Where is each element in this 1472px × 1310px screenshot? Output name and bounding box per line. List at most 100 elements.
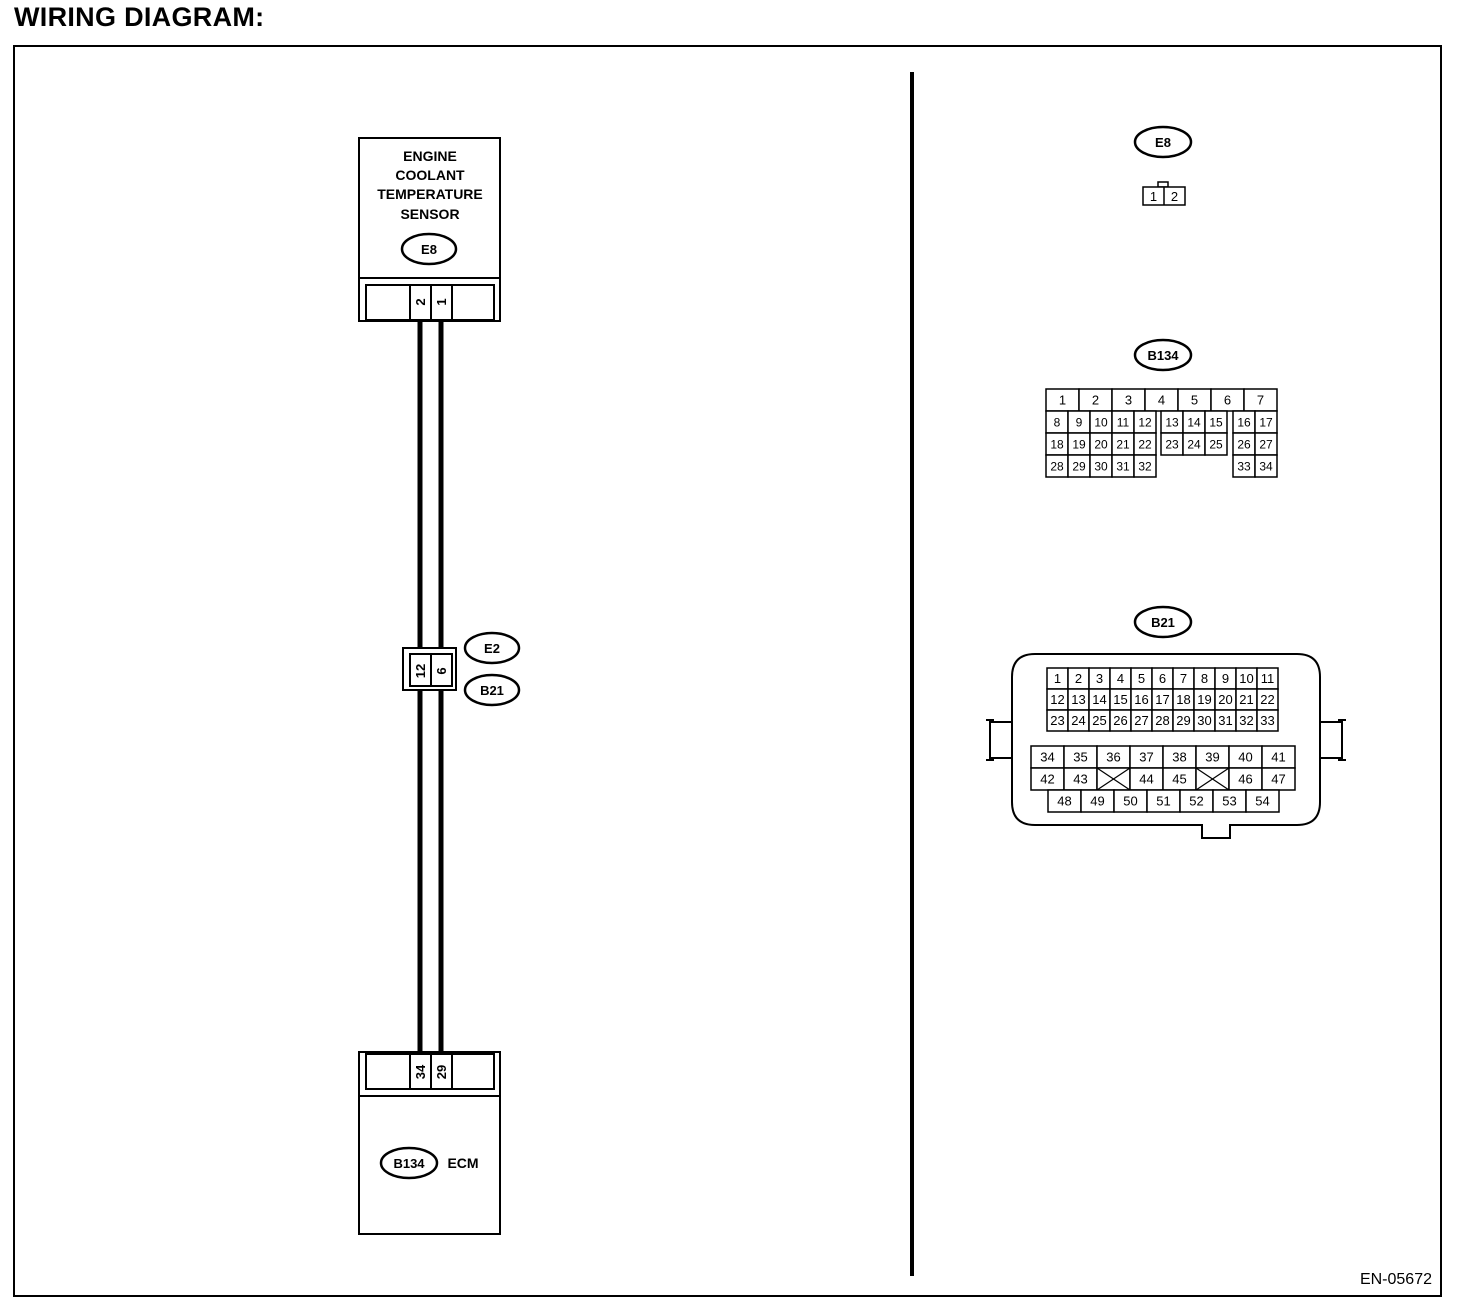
pin-number-2: 2	[1075, 671, 1082, 686]
pin-number-3: 3	[1125, 393, 1132, 408]
sensor-connector-label: E8	[421, 242, 437, 257]
pin-number-22: 22	[1138, 437, 1152, 451]
ecm-pin-34: 34	[413, 1064, 428, 1079]
pin-number-32: 32	[1239, 713, 1253, 728]
pin-number-51: 51	[1156, 794, 1170, 809]
pin-number-7: 7	[1257, 393, 1264, 408]
pin-number-32: 32	[1138, 459, 1152, 473]
pin-number-35: 35	[1073, 750, 1087, 765]
pin-number-26: 26	[1237, 437, 1251, 451]
pin-number-26: 26	[1113, 713, 1127, 728]
sensor-name-line-2: COOLANT	[395, 167, 465, 183]
pin-number-17: 17	[1155, 692, 1169, 707]
pin-number-15: 15	[1209, 415, 1223, 429]
sensor-name-line-1: ENGINE	[403, 148, 457, 164]
pin-number-24: 24	[1071, 713, 1085, 728]
ecm-label: ECM	[447, 1155, 478, 1171]
pin-number-39: 39	[1205, 750, 1219, 765]
e2-badge	[463, 631, 521, 665]
joint-pin-12: 12	[413, 664, 428, 678]
pin-number-8: 8	[1054, 415, 1061, 429]
b21-latch-right	[1320, 721, 1343, 759]
pin-number-25: 25	[1092, 713, 1106, 728]
harness-wires	[417, 320, 444, 1054]
pin-number-46: 46	[1238, 772, 1252, 787]
ecm-connector-label: B134	[393, 1156, 425, 1171]
pin-number-31: 31	[1116, 459, 1130, 473]
pin-number-4: 4	[1158, 393, 1165, 408]
pin-number-1: 1	[1059, 393, 1066, 408]
b21-label: B21	[480, 683, 504, 698]
pin-number-31: 31	[1218, 713, 1232, 728]
sensor-box: ENGINE COOLANT TEMPERATURE SENSOR E8 2 1	[358, 137, 501, 322]
pin-number-25: 25	[1209, 437, 1223, 451]
sensor-connector-badge	[400, 232, 458, 266]
pin-number-12: 12	[1050, 692, 1064, 707]
sensor-pin-2: 2	[413, 298, 428, 305]
pin-number-9: 9	[1076, 415, 1083, 429]
pin-number-6: 6	[1224, 393, 1231, 408]
pin-number-5: 5	[1138, 671, 1145, 686]
pin-number-11: 11	[1261, 671, 1275, 686]
pin-number-47: 47	[1271, 772, 1285, 787]
pin-number-14: 14	[1187, 415, 1201, 429]
ecm-connector-badge	[379, 1146, 439, 1180]
pin-number-48: 48	[1057, 794, 1071, 809]
pin-number-17: 17	[1259, 415, 1273, 429]
diagram-frame	[13, 45, 1442, 1297]
pin-number-29: 29	[1072, 459, 1086, 473]
pin-number-21: 21	[1116, 437, 1130, 451]
pin-number-49: 49	[1090, 794, 1104, 809]
pin-number-28: 28	[1155, 713, 1169, 728]
pin-number-40: 40	[1238, 750, 1252, 765]
pin-number-28: 28	[1050, 459, 1064, 473]
pin-number-3: 3	[1096, 671, 1103, 686]
pin-number-45: 45	[1172, 772, 1186, 787]
pin-number-19: 19	[1072, 437, 1086, 451]
pin-number-16: 16	[1237, 415, 1251, 429]
pin-number-41: 41	[1271, 750, 1285, 765]
pin-number-23: 23	[1050, 713, 1064, 728]
pin-number-2: 2	[1092, 393, 1099, 408]
joint-pin-6: 6	[434, 667, 449, 674]
pin-number-4: 4	[1117, 671, 1124, 686]
pin-number-42: 42	[1040, 772, 1054, 787]
pin-cell	[1254, 454, 1278, 478]
pin-cell	[1204, 432, 1228, 456]
pin-number-33: 33	[1260, 713, 1274, 728]
pin-number-29: 29	[1176, 713, 1190, 728]
pin-number-34: 34	[1040, 750, 1054, 765]
pin-number-38: 38	[1172, 750, 1186, 765]
pin-number-13: 13	[1165, 415, 1179, 429]
b21-view-label: B21	[1151, 615, 1175, 630]
unused-cavity-mark	[1096, 767, 1131, 791]
b21-badge	[463, 673, 521, 707]
pin-number-54: 54	[1255, 794, 1269, 809]
pin-number-37: 37	[1139, 750, 1153, 765]
pin-number-1: 1	[1054, 671, 1061, 686]
pin-number-30: 30	[1197, 713, 1211, 728]
pin-number-21: 21	[1239, 692, 1253, 707]
pin-number-9: 9	[1222, 671, 1229, 686]
figure-id: EN-05672	[1360, 1271, 1432, 1288]
e8-connector-view: E8 1 2	[1133, 125, 1193, 206]
pin-cell	[1133, 454, 1157, 478]
pin-number-36: 36	[1106, 750, 1120, 765]
pin-number-43: 43	[1073, 772, 1087, 787]
sensor-name-line-3: TEMPERATURE	[377, 186, 483, 202]
sensor-name-line-4: SENSOR	[400, 206, 459, 222]
pin-number-8: 8	[1201, 671, 1208, 686]
e8-view-label: E8	[1155, 135, 1171, 150]
pin-number-11: 11	[1117, 415, 1130, 429]
pin-number-20: 20	[1094, 437, 1108, 451]
pin-number-7: 7	[1180, 671, 1187, 686]
b134-view-label: B134	[1147, 348, 1179, 363]
ecm-pin-29: 29	[434, 1065, 449, 1079]
pin-number-16: 16	[1134, 692, 1148, 707]
pin-number-53: 53	[1222, 794, 1236, 809]
pin-cell	[1256, 709, 1279, 732]
pin-number-34: 34	[1259, 459, 1273, 473]
